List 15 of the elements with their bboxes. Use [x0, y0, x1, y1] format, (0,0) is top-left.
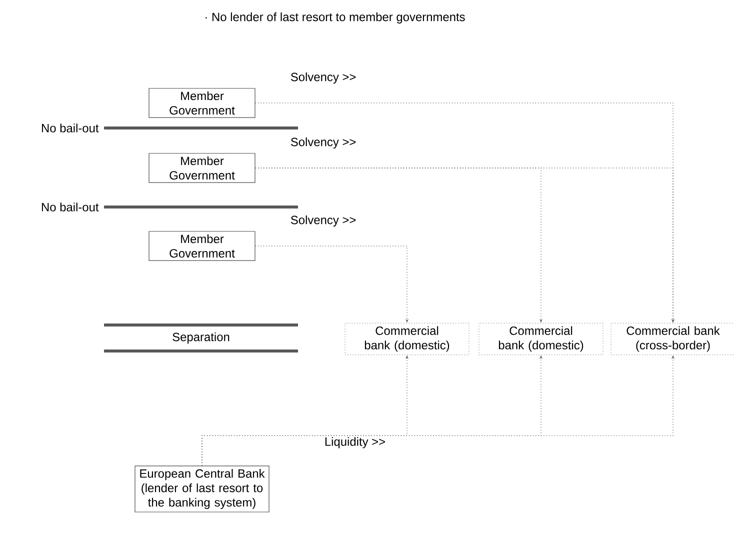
edge-label: Solvency >> [289, 71, 358, 85]
entity-box: Member Government [148, 153, 256, 183]
edge-label: Liquidity >> [323, 436, 387, 450]
bank-box: Commercial bank (domestic) [478, 322, 604, 356]
entity-box: Member Government [148, 88, 256, 118]
barrier-label: No bail-out [42, 124, 99, 132]
barrier-label: No bail-out [42, 202, 99, 212]
barrier-label: Separation [172, 332, 230, 344]
bank-box: Commercial bank (domestic) [344, 322, 470, 356]
entity-box: European Central Bank (lender of last resort to the banking system) [134, 466, 270, 512]
bank-box: Commercial bank (cross-border) [610, 322, 734, 356]
edge-label: Solvency >> [289, 214, 358, 228]
note-text: · No lender of last resort to member governments [206, 12, 465, 24]
entity-box: Member Government [148, 231, 256, 261]
edge-label: Solvency >> [289, 136, 358, 150]
